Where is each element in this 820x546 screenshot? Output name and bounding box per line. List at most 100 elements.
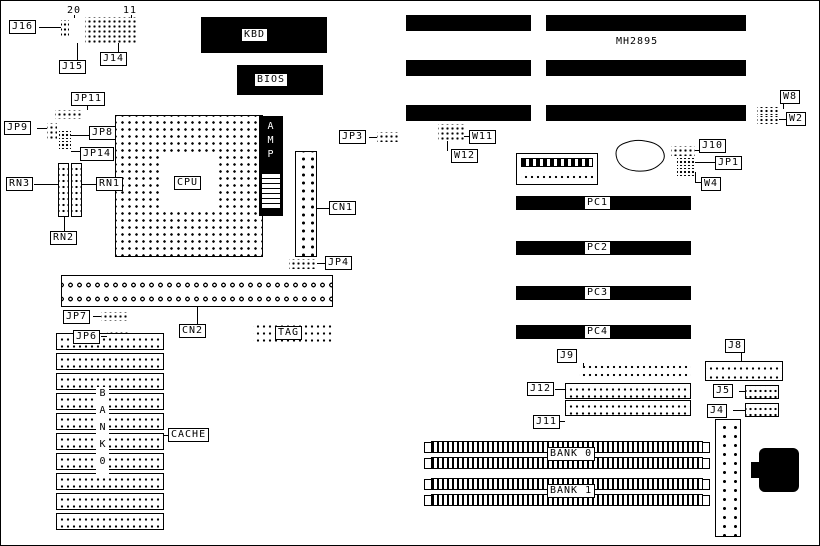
j14-label: J14 (100, 52, 128, 66)
pc2-label: PC2 (584, 241, 612, 255)
jp6-label: JP6 (73, 330, 101, 344)
isa-slot-segment (546, 105, 746, 121)
cn2-connector (61, 275, 333, 307)
leader-line (739, 391, 745, 392)
pin11-text: 11 (123, 5, 138, 16)
cpu-label: CPU (174, 176, 202, 190)
leader-line (34, 184, 58, 185)
rn1-label: RN1 (96, 177, 124, 191)
amp-heatsink (262, 173, 280, 209)
pc4-label: PC4 (584, 325, 612, 339)
leader-line (71, 135, 89, 136)
j11-label: J11 (533, 415, 561, 429)
keyboard-din-tab (751, 462, 760, 478)
edge-connector (715, 419, 741, 537)
rn-strip (58, 163, 69, 217)
isa-slot-segment (546, 60, 746, 76)
cache-socket (56, 473, 164, 490)
cache-socket (56, 433, 164, 450)
leader-line (447, 141, 448, 151)
jp14-jumper (59, 141, 71, 149)
rn3-label: RN3 (6, 177, 34, 191)
leader-line (87, 106, 88, 110)
leader-line (695, 172, 696, 183)
pin20-text: 20 (67, 5, 82, 16)
jp4-label: JP4 (325, 256, 353, 270)
jp7-jumper (101, 312, 129, 321)
leader-line (559, 421, 565, 422)
jp11-jumper (55, 110, 81, 119)
bank1-label: BANK 1 (547, 484, 596, 498)
leader-line (783, 104, 784, 109)
leader-line (695, 162, 715, 163)
isa-slot-segment (406, 60, 531, 76)
j10-label: J10 (699, 139, 727, 153)
leader-line (71, 151, 80, 152)
jp8-jumper (59, 131, 71, 139)
jp1-jumper (677, 158, 695, 166)
leader-line (64, 217, 65, 231)
w11-label: W11 (469, 130, 497, 144)
leader-line (464, 136, 469, 137)
leader-line (369, 137, 377, 138)
jp8-label: JP8 (89, 126, 117, 140)
jp1-label: JP1 (715, 156, 743, 170)
leader-line (93, 316, 101, 317)
j9-connector (579, 361, 691, 378)
amp-label: AMP (265, 121, 276, 163)
w2-jumper (757, 116, 779, 124)
pc3-label: PC3 (584, 286, 612, 300)
j4-connector (745, 403, 779, 417)
leader-line (39, 27, 61, 28)
leader-line (317, 263, 325, 264)
leader-line (583, 363, 584, 366)
j5-label: J5 (713, 384, 734, 398)
leader-line (317, 208, 329, 209)
jp3-label: JP3 (339, 130, 367, 144)
j12-label: J12 (527, 382, 555, 396)
leader-line (695, 182, 701, 183)
leader-line (77, 43, 78, 60)
j8-connector (705, 361, 783, 381)
rn-strip (71, 163, 82, 217)
isa-slot-segment (406, 15, 531, 31)
tag-label: TAG (275, 326, 303, 340)
power-connector-pins (521, 158, 593, 167)
cache-socket (56, 373, 164, 390)
jp9-label: JP9 (4, 121, 32, 135)
power-connector (516, 153, 598, 185)
jp7-label: JP7 (63, 310, 91, 324)
board-model-text: MH2895 (616, 36, 659, 47)
leader-line (197, 307, 198, 324)
j4-label: J4 (707, 404, 728, 418)
jp3-jumper (377, 132, 399, 142)
leader-line (779, 119, 786, 120)
j11-connector (565, 400, 691, 416)
j16-label: J16 (9, 20, 37, 34)
crystal-outline (615, 139, 665, 172)
leader-line (695, 150, 699, 151)
leader-line (82, 184, 96, 185)
cache-label: CACHE (168, 428, 210, 442)
rn2-label: RN2 (50, 231, 78, 245)
cache-socket (56, 353, 164, 370)
leader-line (101, 336, 107, 337)
leader-line (118, 43, 119, 52)
cache-socket (56, 413, 164, 430)
jp9-jumper (47, 123, 57, 141)
cache-socket (56, 453, 164, 470)
cn2-label: CN2 (179, 324, 207, 338)
j12-connector (565, 383, 691, 399)
cache-socket (56, 493, 164, 510)
j9-label: J9 (557, 349, 578, 363)
w8-jumper (757, 107, 779, 115)
w4-label: W4 (701, 177, 722, 191)
cache-socket (56, 393, 164, 410)
cache-socket (56, 513, 164, 530)
bank0-label: BANK 0 (547, 447, 596, 461)
cache-bank-column-label: BANK0 (96, 387, 109, 474)
j8-label: J8 (725, 339, 746, 353)
leader-line (555, 389, 565, 390)
kbd-label: KBD (241, 28, 269, 42)
bios-label: BIOS (254, 73, 289, 87)
